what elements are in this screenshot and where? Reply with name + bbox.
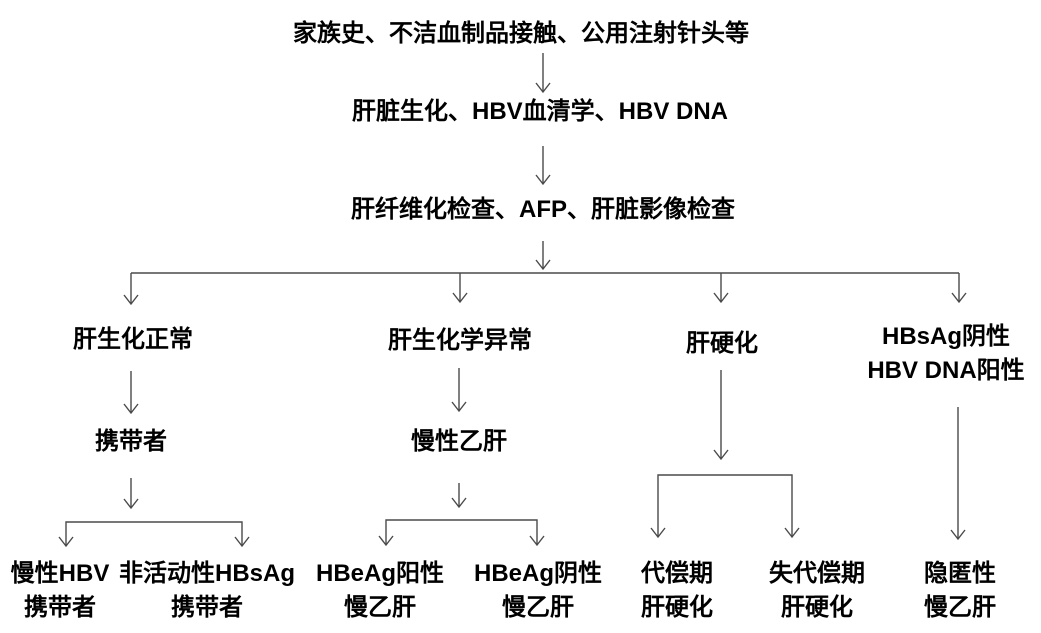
leaf-inactive-hbsag-carrier: 非活动性HBsAg 携带者 bbox=[119, 557, 295, 625]
split-cirrhosis bbox=[650, 474, 800, 539]
leaf-hbeag-negative-line1: HBeAg阴性 bbox=[473, 560, 603, 587]
branch-cirrhosis: 肝硬化 bbox=[686, 330, 758, 357]
node-carrier: 携带者 bbox=[95, 428, 167, 455]
leaf-occult-chronic-hepatitis: 隐匿性 慢乙肝 bbox=[924, 557, 996, 625]
leaf-occult-chronic-hepatitis-line2: 慢乙肝 bbox=[924, 594, 996, 621]
leaf-decompensated-cirrhosis: 失代偿期 肝硬化 bbox=[769, 557, 865, 625]
leaf-compensated-cirrhosis: 代偿期 肝硬化 bbox=[641, 557, 713, 625]
node-fibrosis-imaging-tests: 肝纤维化检查、AFP、肝脏影像检查 bbox=[351, 196, 735, 223]
branch-hbsag-negative: HBsAg阴性 HBV DNA阳性 bbox=[867, 320, 1024, 388]
branch-hbsag-negative-line1: HBsAg阴性 bbox=[881, 323, 1010, 350]
leaf-hbeag-positive-line1: HBeAg阳性 bbox=[315, 560, 445, 587]
branch-hbsag-negative-line2: HBV DNA阳性 bbox=[867, 357, 1025, 384]
leaf-occult-chronic-hepatitis-line1: 隐匿性 bbox=[924, 560, 996, 587]
node-risk-factors: 家族史、不洁血制品接触、公用注射针头等 bbox=[293, 20, 749, 47]
leaf-decompensated-cirrhosis-line2: 肝硬化 bbox=[781, 594, 853, 621]
leaf-hbeag-positive-line2: 慢乙肝 bbox=[343, 594, 416, 621]
leaf-hbeag-positive-hepatitis: HBeAg阳性 慢乙肝 bbox=[316, 557, 444, 625]
split-carrier bbox=[58, 521, 250, 548]
node-chronic-hepatitis-b: 慢性乙肝 bbox=[411, 428, 507, 455]
leaf-hbeag-negative-hepatitis: HBeAg阴性 慢乙肝 bbox=[474, 557, 602, 625]
split-chronic-hepatitis bbox=[378, 519, 545, 547]
leaf-decompensated-cirrhosis-line1: 失代偿期 bbox=[769, 560, 865, 587]
branch-normal-biochem: 肝生化正常 bbox=[73, 326, 193, 353]
leaf-compensated-cirrhosis-line1: 代偿期 bbox=[641, 560, 713, 587]
leaf-compensated-cirrhosis-line2: 肝硬化 bbox=[641, 594, 713, 621]
leaf-chronic-hbv-carrier-line1: 慢性HBV bbox=[10, 560, 110, 587]
leaf-chronic-hbv-carrier: 慢性HBV 携带者 bbox=[11, 557, 110, 625]
leaf-inactive-hbsag-carrier-line1: 非活动性HBsAg bbox=[118, 560, 296, 587]
branch-abnormal-biochem: 肝生化学异常 bbox=[388, 327, 532, 354]
leaf-hbeag-negative-line2: 慢乙肝 bbox=[501, 594, 574, 621]
node-serology-tests: 肝脏生化、HBV血清学、HBV DNA bbox=[351, 98, 729, 125]
leaf-inactive-hbsag-carrier-line2: 携带者 bbox=[170, 594, 243, 621]
leaf-chronic-hbv-carrier-line2: 携带者 bbox=[23, 594, 96, 621]
